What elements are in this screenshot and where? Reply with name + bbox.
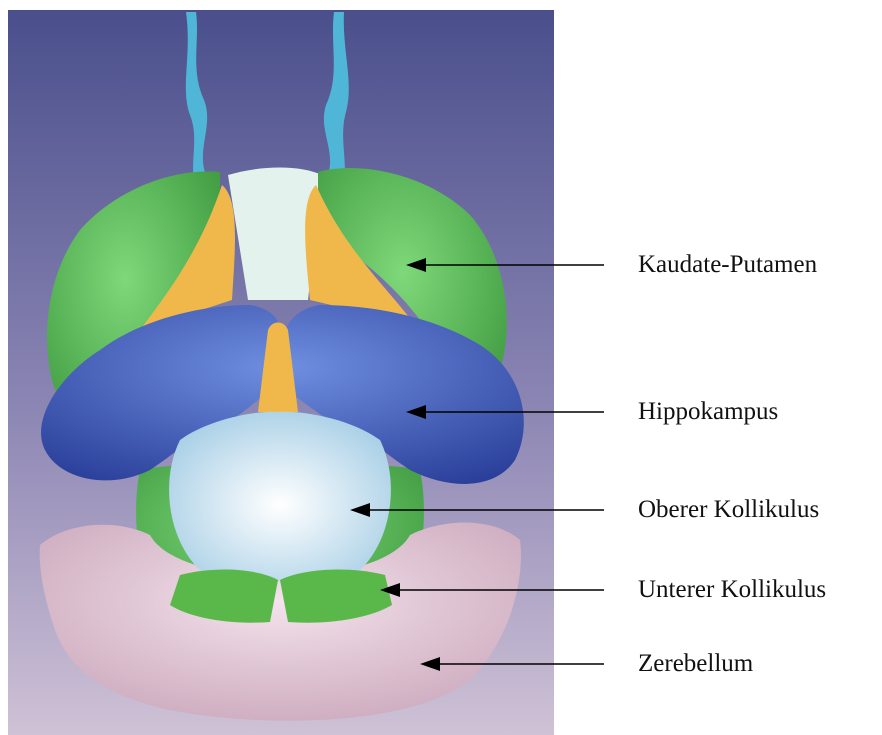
label-cerebellum: Zerebellum [638,649,753,679]
superior-colliculus-structure [169,412,391,582]
label-hippocampus: Hippokampus [638,397,778,427]
label-superior-colliculus: Oberer Kollikulus [638,495,819,525]
label-inferior-colliculus: Unterer Kollikulus [638,575,826,605]
label-caudate-putamen: Kaudate-Putamen [638,250,817,280]
